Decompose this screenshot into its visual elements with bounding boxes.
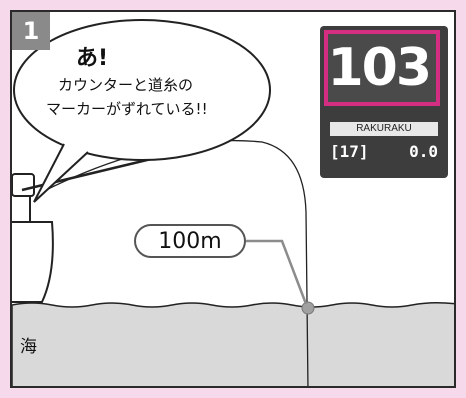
scene-illustration <box>12 19 454 386</box>
fishing-line <box>41 139 309 386</box>
line-counter-device: 103 RAKURAKU [17] 0.0 <box>320 26 448 178</box>
sea-area <box>12 301 454 386</box>
counter-brand-label: RAKURAKU <box>330 122 438 136</box>
manga-panel: 1 あ! カウンターと道糸の マーカーがずれている!! 103 RAKURAKU… <box>10 10 456 388</box>
counter-sub-value-right: 0.0 <box>409 142 438 161</box>
speech-line-1: カウンターと道糸の <box>58 76 194 94</box>
speech-bubble-tail <box>33 143 89 203</box>
reel-icon <box>12 173 35 197</box>
counter-main-display: 103 <box>324 30 440 106</box>
speech-exclamation: あ! <box>76 46 109 71</box>
speech-bubble-body <box>13 19 271 161</box>
sea-label: 海 <box>20 337 37 357</box>
boat-hull <box>12 221 54 303</box>
line-marker <box>301 301 315 315</box>
depth-connector <box>246 239 308 305</box>
depth-marker-label: 100m <box>134 224 246 258</box>
counter-sub-value-left: [17] <box>330 142 369 161</box>
speech-line-2: マーカーがずれている!! <box>46 100 208 118</box>
panel-number-badge: 1 <box>12 12 50 50</box>
